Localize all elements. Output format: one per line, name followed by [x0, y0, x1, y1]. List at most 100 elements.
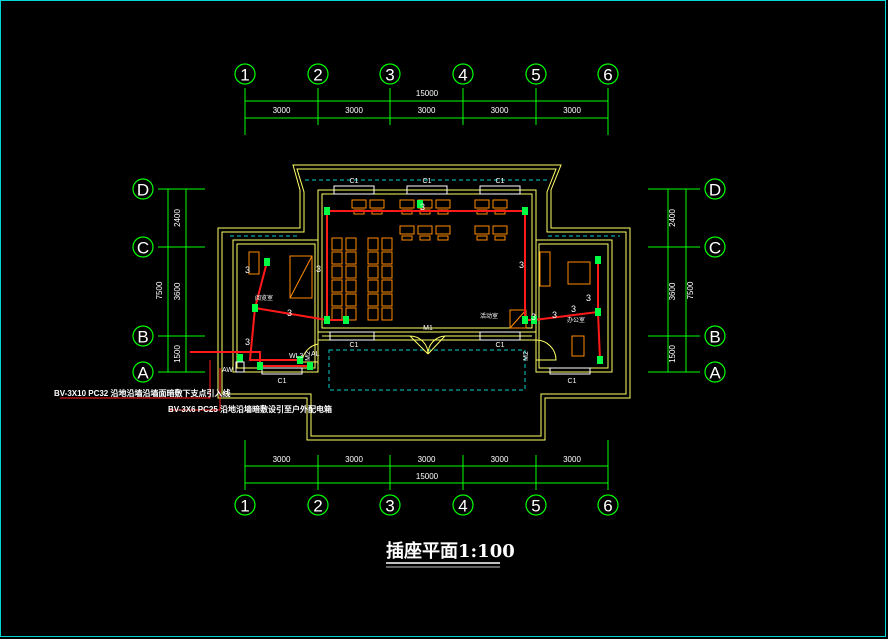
- outlet-symbol: [522, 207, 528, 215]
- furniture-piece: [331, 265, 343, 279]
- furniture-piece: [345, 251, 357, 265]
- outlet-symbol: [531, 316, 537, 324]
- furniture-piece: [494, 235, 506, 241]
- axis-left-C-label: C: [137, 239, 149, 258]
- axis-left-A-label: A: [137, 364, 149, 383]
- furniture-piece: [331, 293, 343, 307]
- furniture-piece: [367, 251, 379, 265]
- furniture-piece: [331, 251, 343, 265]
- cabinet-diagonal: [509, 309, 527, 329]
- dimension-right-2: 1500: [668, 345, 677, 363]
- wiring-note-1: BV-3X10 PC32 沿地沿墙沿墙面暗敷下支点引入线: [54, 388, 230, 398]
- axis-right-D-circle: [704, 178, 726, 200]
- dimension-bottom-2: 3000: [418, 455, 436, 464]
- total-dimension-bottom: 15000: [416, 472, 439, 481]
- axis-top-3-circle: [379, 63, 401, 85]
- furniture-piece: [367, 265, 379, 279]
- axis-bottom-3-circle: [379, 494, 401, 516]
- furniture-piece: [571, 335, 585, 357]
- axis-top-3-label: 3: [385, 66, 394, 85]
- furniture-piece: [367, 279, 379, 293]
- furniture-piece: [367, 307, 379, 321]
- furniture-piece: [289, 255, 313, 299]
- outlet-symbol: [257, 362, 263, 370]
- furniture-piece: [381, 307, 393, 321]
- furniture-piece: [351, 199, 367, 209]
- window-label-4: C1: [496, 342, 505, 349]
- dimension-right-0: 2400: [668, 209, 677, 227]
- wire-number: 3: [420, 202, 425, 212]
- panel-aw-label: AW: [222, 367, 233, 374]
- wire-number: 3: [552, 310, 557, 320]
- axis-left-D-circle: [132, 178, 154, 200]
- axis-bottom-1-label: 1: [240, 497, 249, 516]
- furniture-piece: [345, 279, 357, 293]
- furniture-piece: [248, 251, 260, 275]
- dimension-left-total: 7500: [155, 281, 164, 299]
- axis-top-1-circle: [234, 63, 256, 85]
- axis-bottom-4-circle: [452, 494, 474, 516]
- furniture-piece: [381, 293, 393, 307]
- dimension-bottom: [244, 440, 609, 490]
- outlet-symbol: [343, 316, 349, 324]
- furniture-piece: [567, 261, 591, 285]
- axis-bottom-5-label: 5: [531, 497, 540, 516]
- furniture-piece: [435, 199, 451, 209]
- panel-wl3-label: WL3: [289, 353, 304, 360]
- dimension-bottom-1: 3000: [345, 455, 363, 464]
- outlet-symbol: [252, 304, 258, 312]
- axis-bottom-2-label: 2: [313, 497, 322, 516]
- furniture-piece: [367, 293, 379, 307]
- outlet-symbol: [324, 316, 330, 324]
- dimension-bottom-0: 3000: [273, 455, 291, 464]
- axis-right-A-circle: [704, 361, 726, 383]
- bed-diagonal: [289, 255, 313, 299]
- axis-bottom-2-circle: [307, 494, 329, 516]
- room-label-office: 办公室: [567, 316, 585, 324]
- furniture-piece: [399, 199, 415, 209]
- axis-right-A-label: A: [709, 364, 721, 383]
- furniture-piece: [369, 199, 385, 209]
- furniture-piece: [381, 237, 393, 251]
- axis-left-B-label: B: [137, 328, 148, 347]
- window-label-3: C1: [350, 342, 359, 349]
- axis-right-B-label: B: [709, 328, 720, 347]
- dimension-top-3: 3000: [491, 106, 509, 115]
- outlet-symbol: [297, 356, 303, 364]
- drawing-title: 插座平面1:100: [386, 540, 515, 562]
- furniture-piece: [331, 307, 343, 321]
- dimension-right: [648, 188, 700, 373]
- outlet-symbol: [307, 362, 313, 370]
- furniture-piece: [367, 237, 379, 251]
- axis-right-C-label: C: [709, 239, 721, 258]
- outlet-symbol: [324, 207, 330, 215]
- dimension-bottom-4: 3000: [563, 455, 581, 464]
- axis-bottom-4-label: 4: [458, 497, 467, 516]
- wire-number: 3: [531, 312, 536, 322]
- window-label-0: C1: [350, 178, 359, 185]
- furniture-piece: [399, 225, 415, 235]
- dimension-bottom-3: 3000: [491, 455, 509, 464]
- axis-left-B-circle: [132, 325, 154, 347]
- dimension-left-2: 1500: [173, 345, 182, 363]
- total-dimension-top: 15000: [416, 89, 439, 98]
- axis-top-5-circle: [525, 63, 547, 85]
- furniture-piece: [331, 279, 343, 293]
- outlet-symbol: [597, 356, 603, 364]
- axis-bottom-6-circle: [597, 494, 619, 516]
- axis-top-2-label: 2: [313, 66, 322, 85]
- furniture-piece: [474, 199, 490, 209]
- axis-top-6-label: 6: [603, 66, 612, 85]
- axis-left-C-circle: [132, 236, 154, 258]
- furniture-piece: [345, 293, 357, 307]
- wire-number: 3: [586, 293, 591, 303]
- dimension-left-0: 2400: [173, 209, 182, 227]
- axis-right-B-circle: [704, 325, 726, 347]
- door-label-1: M2: [523, 351, 530, 361]
- furniture-piece: [492, 199, 508, 209]
- outlet-symbol: [264, 258, 270, 266]
- axis-top-4-label: 4: [458, 66, 467, 85]
- axis-bottom-1-circle: [234, 494, 256, 516]
- wiring-note-2: BV-3X6 PC25 沿地沿墙暗敷设引至户外配电箱: [168, 404, 332, 414]
